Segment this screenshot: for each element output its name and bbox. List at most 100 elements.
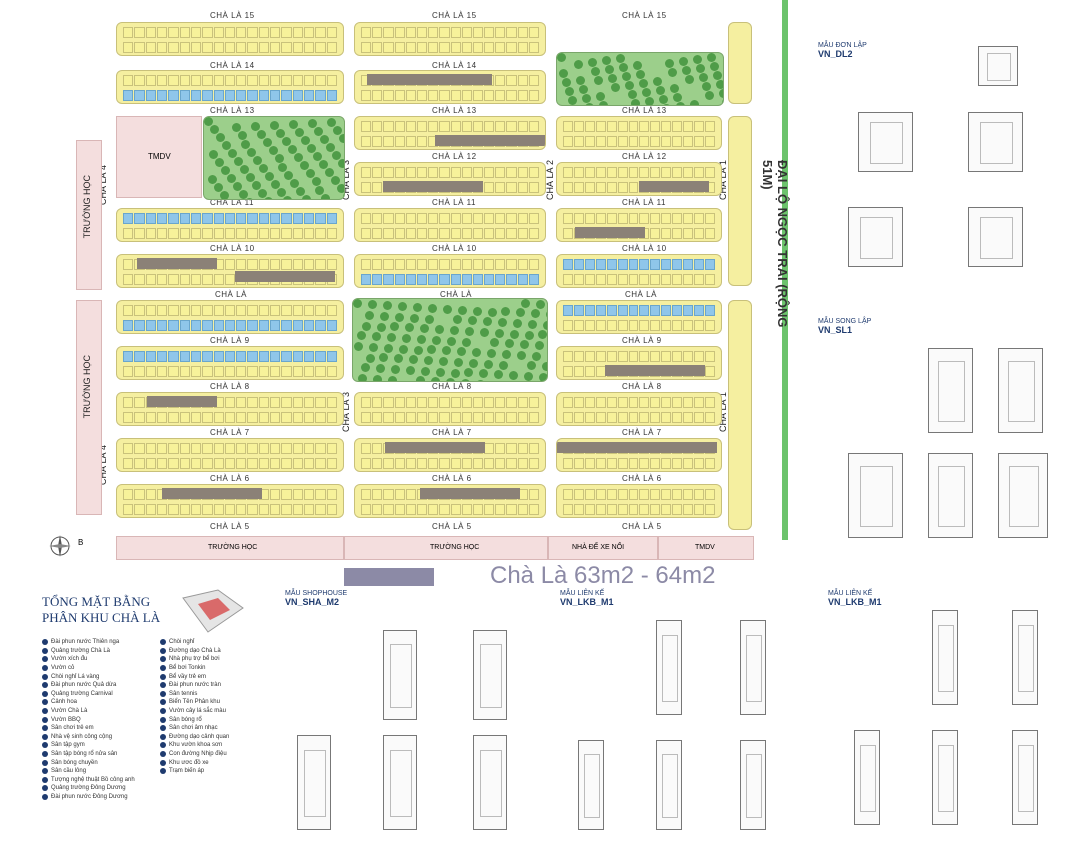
lot[interactable] bbox=[292, 42, 303, 53]
lot[interactable] bbox=[394, 397, 405, 408]
lot[interactable] bbox=[484, 213, 495, 224]
lot[interactable] bbox=[315, 320, 326, 331]
lot[interactable] bbox=[573, 305, 584, 316]
lot[interactable] bbox=[517, 259, 528, 270]
lot[interactable] bbox=[405, 136, 416, 147]
lot[interactable] bbox=[704, 397, 715, 408]
lot[interactable] bbox=[617, 274, 628, 285]
lot[interactable] bbox=[484, 182, 495, 193]
lot[interactable] bbox=[372, 489, 383, 500]
lot[interactable] bbox=[156, 458, 168, 469]
lot[interactable] bbox=[517, 27, 528, 38]
lot[interactable] bbox=[584, 259, 595, 270]
lot[interactable] bbox=[405, 90, 416, 101]
lot[interactable] bbox=[405, 412, 416, 423]
lot[interactable] bbox=[281, 213, 292, 224]
lot[interactable] bbox=[270, 259, 281, 270]
lot[interactable] bbox=[405, 489, 416, 500]
lot[interactable] bbox=[224, 458, 236, 469]
lot[interactable] bbox=[528, 397, 539, 408]
lot[interactable] bbox=[661, 259, 672, 270]
lot[interactable] bbox=[661, 136, 672, 147]
lot[interactable] bbox=[315, 228, 326, 239]
lot[interactable] bbox=[281, 27, 292, 38]
lot[interactable] bbox=[506, 228, 517, 239]
lot[interactable] bbox=[361, 136, 372, 147]
lot[interactable] bbox=[450, 228, 461, 239]
lot[interactable] bbox=[361, 42, 372, 53]
lot[interactable] bbox=[134, 443, 145, 454]
lot[interactable] bbox=[213, 320, 224, 331]
lot[interactable] bbox=[236, 90, 247, 101]
lot[interactable] bbox=[361, 27, 372, 38]
lot[interactable] bbox=[484, 412, 495, 423]
lot[interactable] bbox=[628, 136, 639, 147]
lot[interactable] bbox=[190, 27, 202, 38]
lot[interactable] bbox=[315, 42, 326, 53]
lot[interactable] bbox=[704, 320, 715, 331]
lot[interactable] bbox=[247, 259, 258, 270]
lot[interactable] bbox=[672, 320, 683, 331]
lot[interactable] bbox=[472, 90, 484, 101]
lot[interactable] bbox=[383, 504, 394, 515]
lot[interactable] bbox=[595, 305, 606, 316]
lot[interactable] bbox=[281, 412, 292, 423]
lot[interactable] bbox=[528, 274, 539, 285]
lot[interactable] bbox=[292, 259, 303, 270]
lot[interactable] bbox=[292, 75, 303, 86]
lot[interactable] bbox=[190, 351, 202, 362]
lot[interactable] bbox=[236, 397, 247, 408]
lot[interactable] bbox=[495, 75, 506, 86]
lot[interactable] bbox=[247, 213, 258, 224]
lot[interactable] bbox=[639, 259, 650, 270]
lot[interactable] bbox=[383, 458, 394, 469]
lot[interactable] bbox=[361, 228, 372, 239]
lot[interactable] bbox=[156, 27, 168, 38]
lot[interactable] bbox=[517, 397, 528, 408]
lot[interactable] bbox=[428, 27, 439, 38]
lot[interactable] bbox=[372, 167, 383, 178]
lot[interactable] bbox=[672, 136, 683, 147]
lot[interactable] bbox=[224, 274, 236, 285]
lot[interactable] bbox=[383, 213, 394, 224]
lot[interactable] bbox=[683, 274, 694, 285]
lot[interactable] bbox=[168, 42, 179, 53]
lot[interactable] bbox=[416, 274, 428, 285]
lot[interactable] bbox=[213, 75, 224, 86]
lot[interactable] bbox=[179, 504, 190, 515]
lot[interactable] bbox=[617, 397, 628, 408]
lot[interactable] bbox=[258, 320, 270, 331]
lot[interactable] bbox=[495, 90, 506, 101]
lot[interactable] bbox=[617, 412, 628, 423]
lot[interactable] bbox=[672, 305, 683, 316]
lot[interactable] bbox=[528, 213, 539, 224]
lot[interactable] bbox=[506, 90, 517, 101]
lot[interactable] bbox=[639, 274, 650, 285]
lot[interactable] bbox=[450, 397, 461, 408]
lot[interactable] bbox=[258, 228, 270, 239]
lot[interactable] bbox=[573, 412, 584, 423]
lot[interactable] bbox=[304, 412, 315, 423]
lot[interactable] bbox=[372, 274, 383, 285]
lot[interactable] bbox=[450, 274, 461, 285]
lot[interactable] bbox=[683, 458, 694, 469]
lot[interactable] bbox=[595, 213, 606, 224]
lot[interactable] bbox=[168, 90, 179, 101]
lot[interactable] bbox=[506, 42, 517, 53]
lot[interactable] bbox=[461, 504, 472, 515]
lot[interactable] bbox=[439, 412, 450, 423]
lot[interactable] bbox=[134, 42, 145, 53]
lot[interactable] bbox=[383, 259, 394, 270]
lot[interactable] bbox=[628, 274, 639, 285]
lot[interactable] bbox=[439, 213, 450, 224]
lot[interactable] bbox=[292, 443, 303, 454]
lot[interactable] bbox=[258, 366, 270, 377]
lot[interactable] bbox=[517, 75, 528, 86]
lot[interactable] bbox=[258, 305, 270, 316]
lot[interactable] bbox=[472, 27, 484, 38]
lot[interactable] bbox=[134, 213, 145, 224]
lot[interactable] bbox=[236, 504, 247, 515]
lot[interactable] bbox=[394, 167, 405, 178]
lot[interactable] bbox=[528, 259, 539, 270]
lot[interactable] bbox=[224, 259, 236, 270]
